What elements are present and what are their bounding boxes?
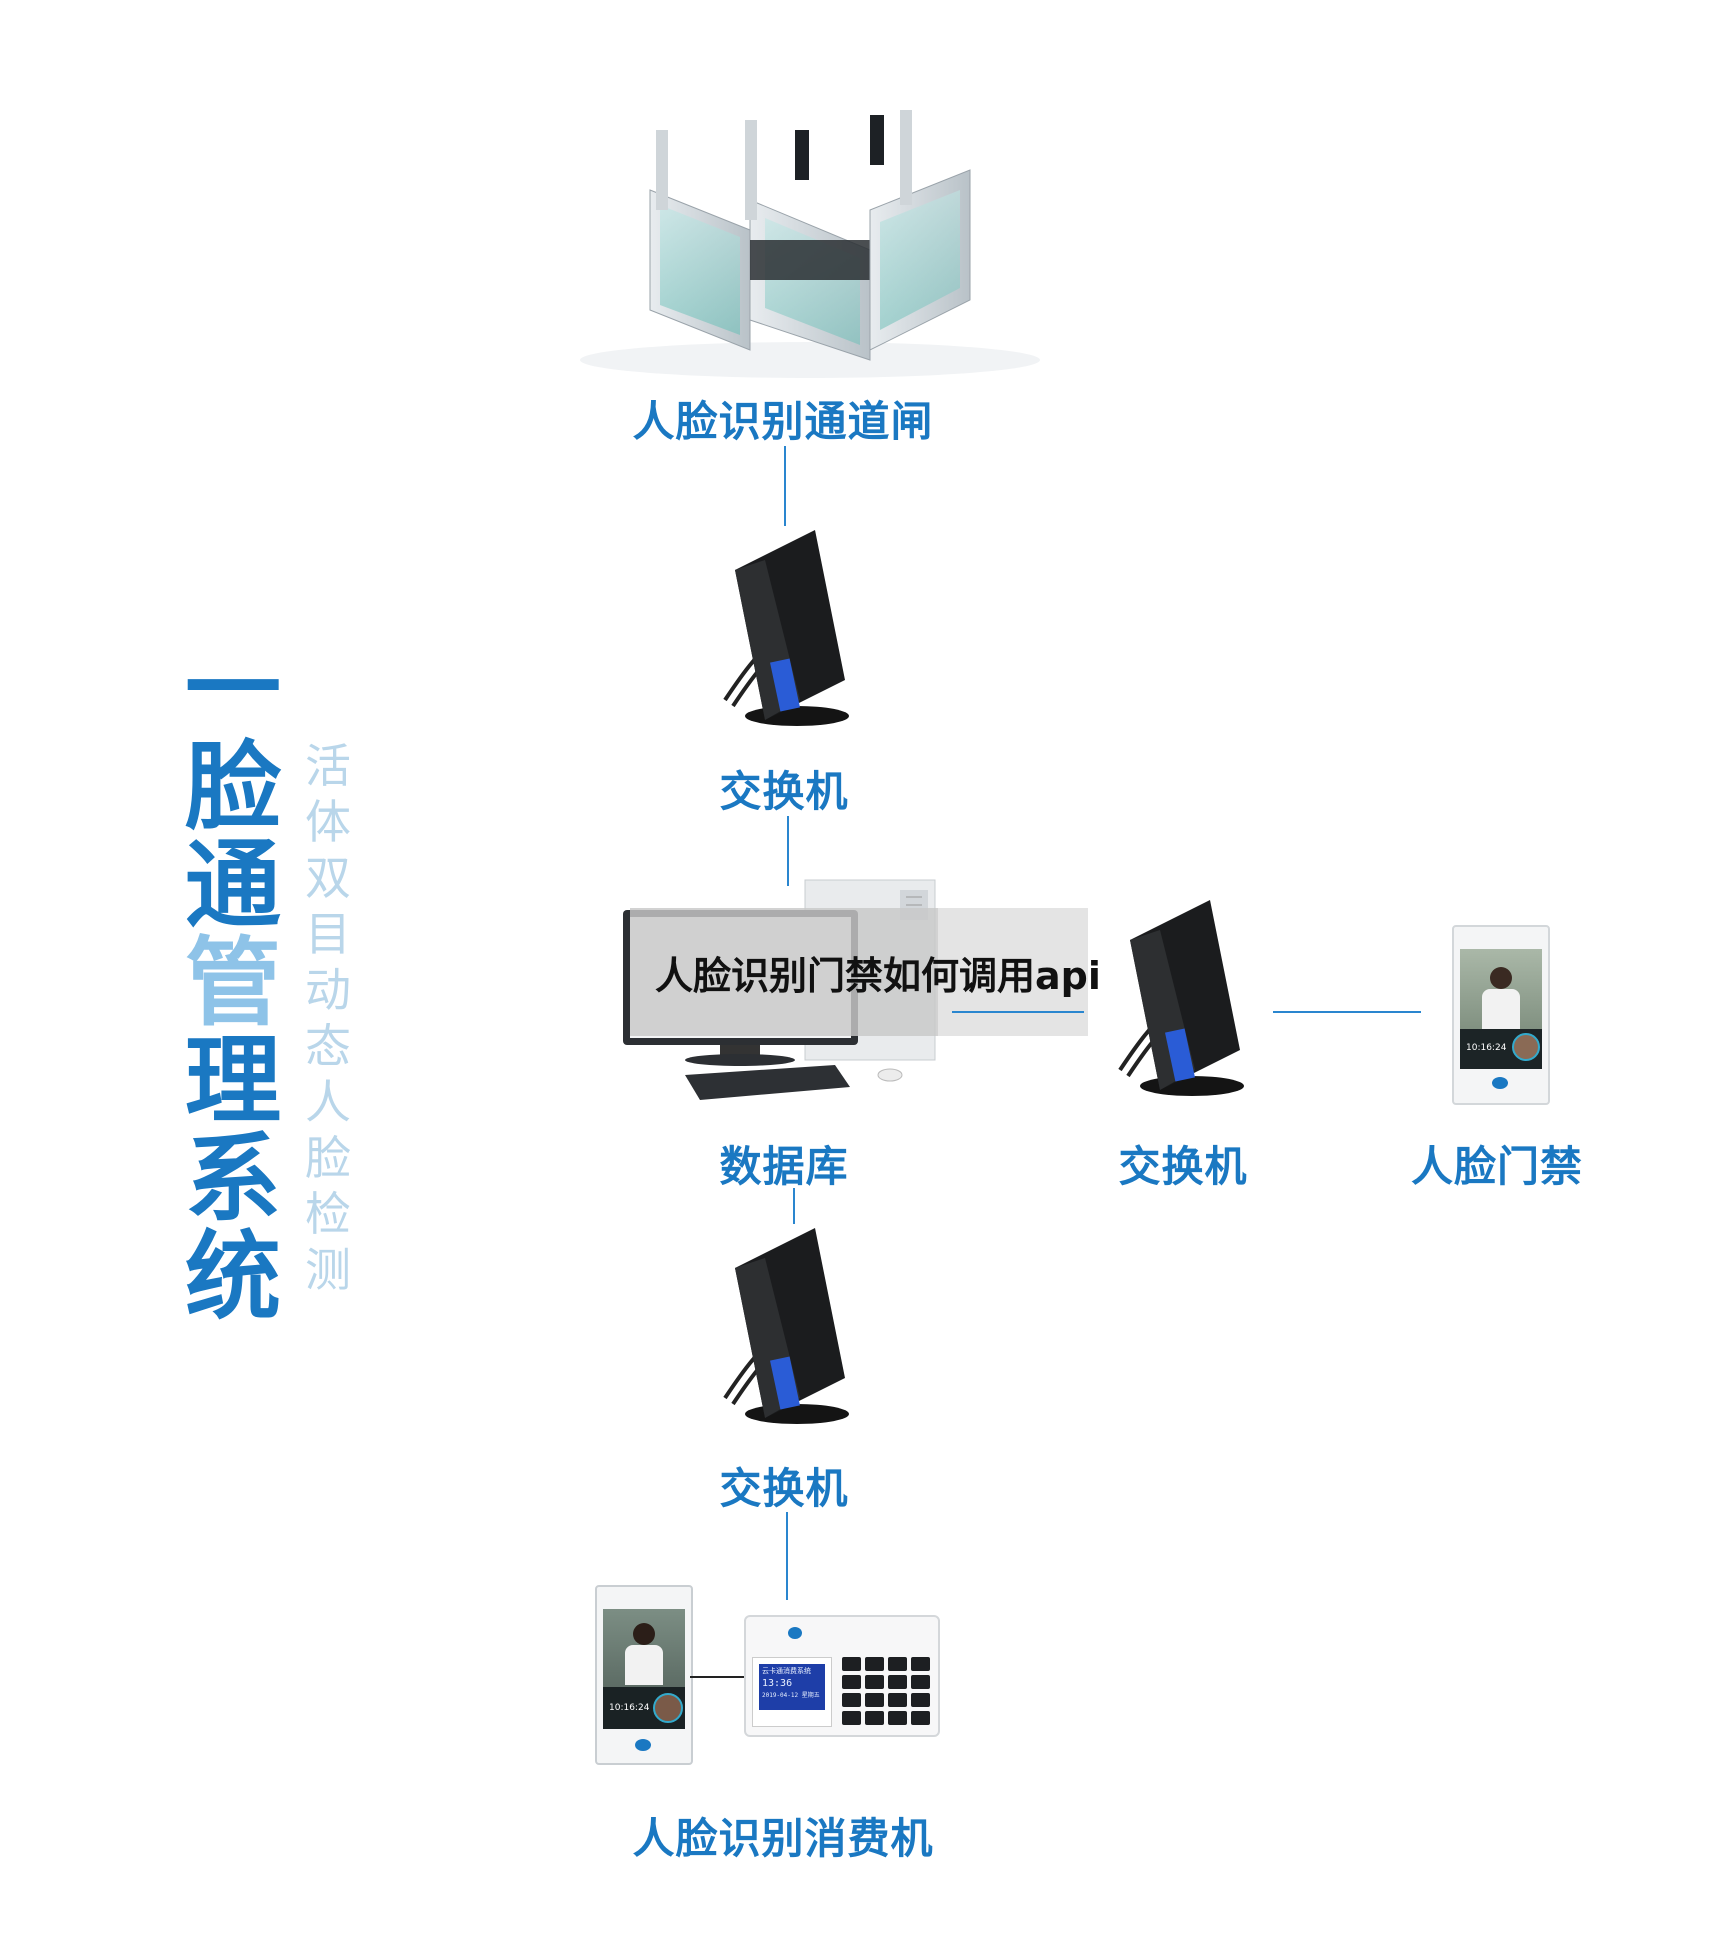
subtitle-char: 测 — [305, 1243, 351, 1297]
keypad-key — [911, 1675, 930, 1689]
keypad-key — [842, 1675, 861, 1689]
switch-top-label: 交换机 — [719, 767, 849, 816]
database-label: 数据库 — [719, 1142, 849, 1191]
watermark-overlay — [630, 908, 938, 1036]
face-recognition-gate-image — [580, 110, 1040, 378]
keypad-key — [888, 1693, 907, 1707]
face-thumb — [1512, 1033, 1540, 1061]
subtitle-char: 动 — [305, 963, 351, 1017]
face-thumb — [653, 1693, 683, 1723]
subtitle-char: 体 — [305, 795, 351, 849]
connector-line — [786, 1512, 788, 1600]
pos-keypad — [842, 1657, 930, 1725]
person-head — [633, 1623, 655, 1645]
person-body — [625, 1645, 663, 1685]
keypad-key — [842, 1657, 861, 1671]
pos-display-frame: 云卡通消费系统 13:36 2019-04-12 星期五 — [752, 1657, 832, 1727]
title-char: 理 — [185, 1025, 281, 1137]
logo-icon — [635, 1739, 651, 1751]
title-char: 脸 — [185, 731, 281, 843]
keypad-key — [911, 1693, 930, 1707]
keypad-key — [842, 1693, 861, 1707]
subtitle-char: 人 — [305, 1075, 351, 1129]
system-title: 一 脸 通 管 理 系 统 — [178, 640, 288, 1326]
title-char: 通 — [185, 829, 281, 941]
system-subtitle: 活 体 双 目 动 态 人 脸 检 测 — [302, 738, 354, 1298]
logo-icon — [788, 1627, 802, 1639]
subtitle-char: 双 — [305, 851, 351, 905]
connector-line — [793, 1188, 795, 1224]
keypad-key — [865, 1693, 884, 1707]
subtitle-char: 态 — [305, 1019, 351, 1073]
person-head — [1490, 967, 1512, 989]
switch-image — [723, 1228, 849, 1424]
pos-line-2: 13:36 — [762, 1678, 793, 1689]
logo-icon — [1492, 1077, 1508, 1089]
terminal-info-bar: 10:16:24 — [1460, 1029, 1542, 1069]
title-char: 统 — [185, 1221, 281, 1333]
pos-display: 云卡通消费系统 13:36 2019-04-12 星期五 — [759, 1664, 825, 1710]
title-char: 一 — [185, 633, 281, 745]
title-char: 管 — [185, 927, 281, 1039]
subtitle-char: 脸 — [305, 1131, 351, 1185]
keypad-key — [842, 1711, 861, 1725]
keypad-key — [888, 1711, 907, 1725]
consumer-face-terminal: 10:16:24 — [595, 1585, 693, 1765]
keypad-key — [911, 1657, 930, 1671]
face-access-label: 人脸门禁 — [1410, 1142, 1584, 1191]
title-char: 系 — [185, 1123, 281, 1235]
switch-right-label: 交换机 — [1118, 1142, 1248, 1191]
keypad-key — [865, 1657, 884, 1671]
watermark-text: 人脸识别门禁如何调用api — [655, 954, 1101, 998]
terminal-screen: 10:16:24 — [1460, 949, 1542, 1069]
consumer-label: 人脸识别消费机 — [632, 1814, 934, 1863]
keypad-key — [865, 1675, 884, 1689]
pos-line-1: 云卡通消费系统 — [762, 1667, 811, 1675]
keypad-key — [911, 1711, 930, 1725]
connector-line — [787, 816, 789, 886]
face-access-terminal: 10:16:24 — [1452, 925, 1550, 1105]
switch-bottom-label: 交换机 — [719, 1464, 849, 1513]
pos-brand — [756, 1625, 826, 1643]
terminal-time: 10:16:24 — [609, 1703, 650, 1713]
keypad-key — [888, 1675, 907, 1689]
terminal-time: 10:16:24 — [1466, 1043, 1507, 1053]
person-body — [1482, 989, 1520, 1029]
connector-line — [952, 1011, 1084, 1013]
keypad-key — [865, 1711, 884, 1725]
subtitle-char: 活 — [305, 739, 351, 793]
terminal-info-bar: 10:16:24 — [603, 1687, 685, 1729]
subtitle-char: 检 — [305, 1187, 351, 1241]
pos-line-3: 2019-04-12 星期五 — [762, 1692, 820, 1699]
terminal-screen: 10:16:24 — [603, 1609, 685, 1729]
gate-label: 人脸识别通道闸 — [632, 397, 934, 446]
pos-consumer-machine: 云卡通消费系统 13:36 2019-04-12 星期五 — [744, 1615, 940, 1737]
switch-image — [723, 530, 849, 726]
keypad-key — [888, 1657, 907, 1671]
subtitle-char: 目 — [305, 907, 351, 961]
switch-image — [1118, 900, 1244, 1096]
device-link-line — [690, 1676, 744, 1678]
connector-line — [1273, 1011, 1421, 1013]
watermark-overlay-ext — [938, 908, 1088, 1036]
connector-line — [784, 446, 786, 526]
